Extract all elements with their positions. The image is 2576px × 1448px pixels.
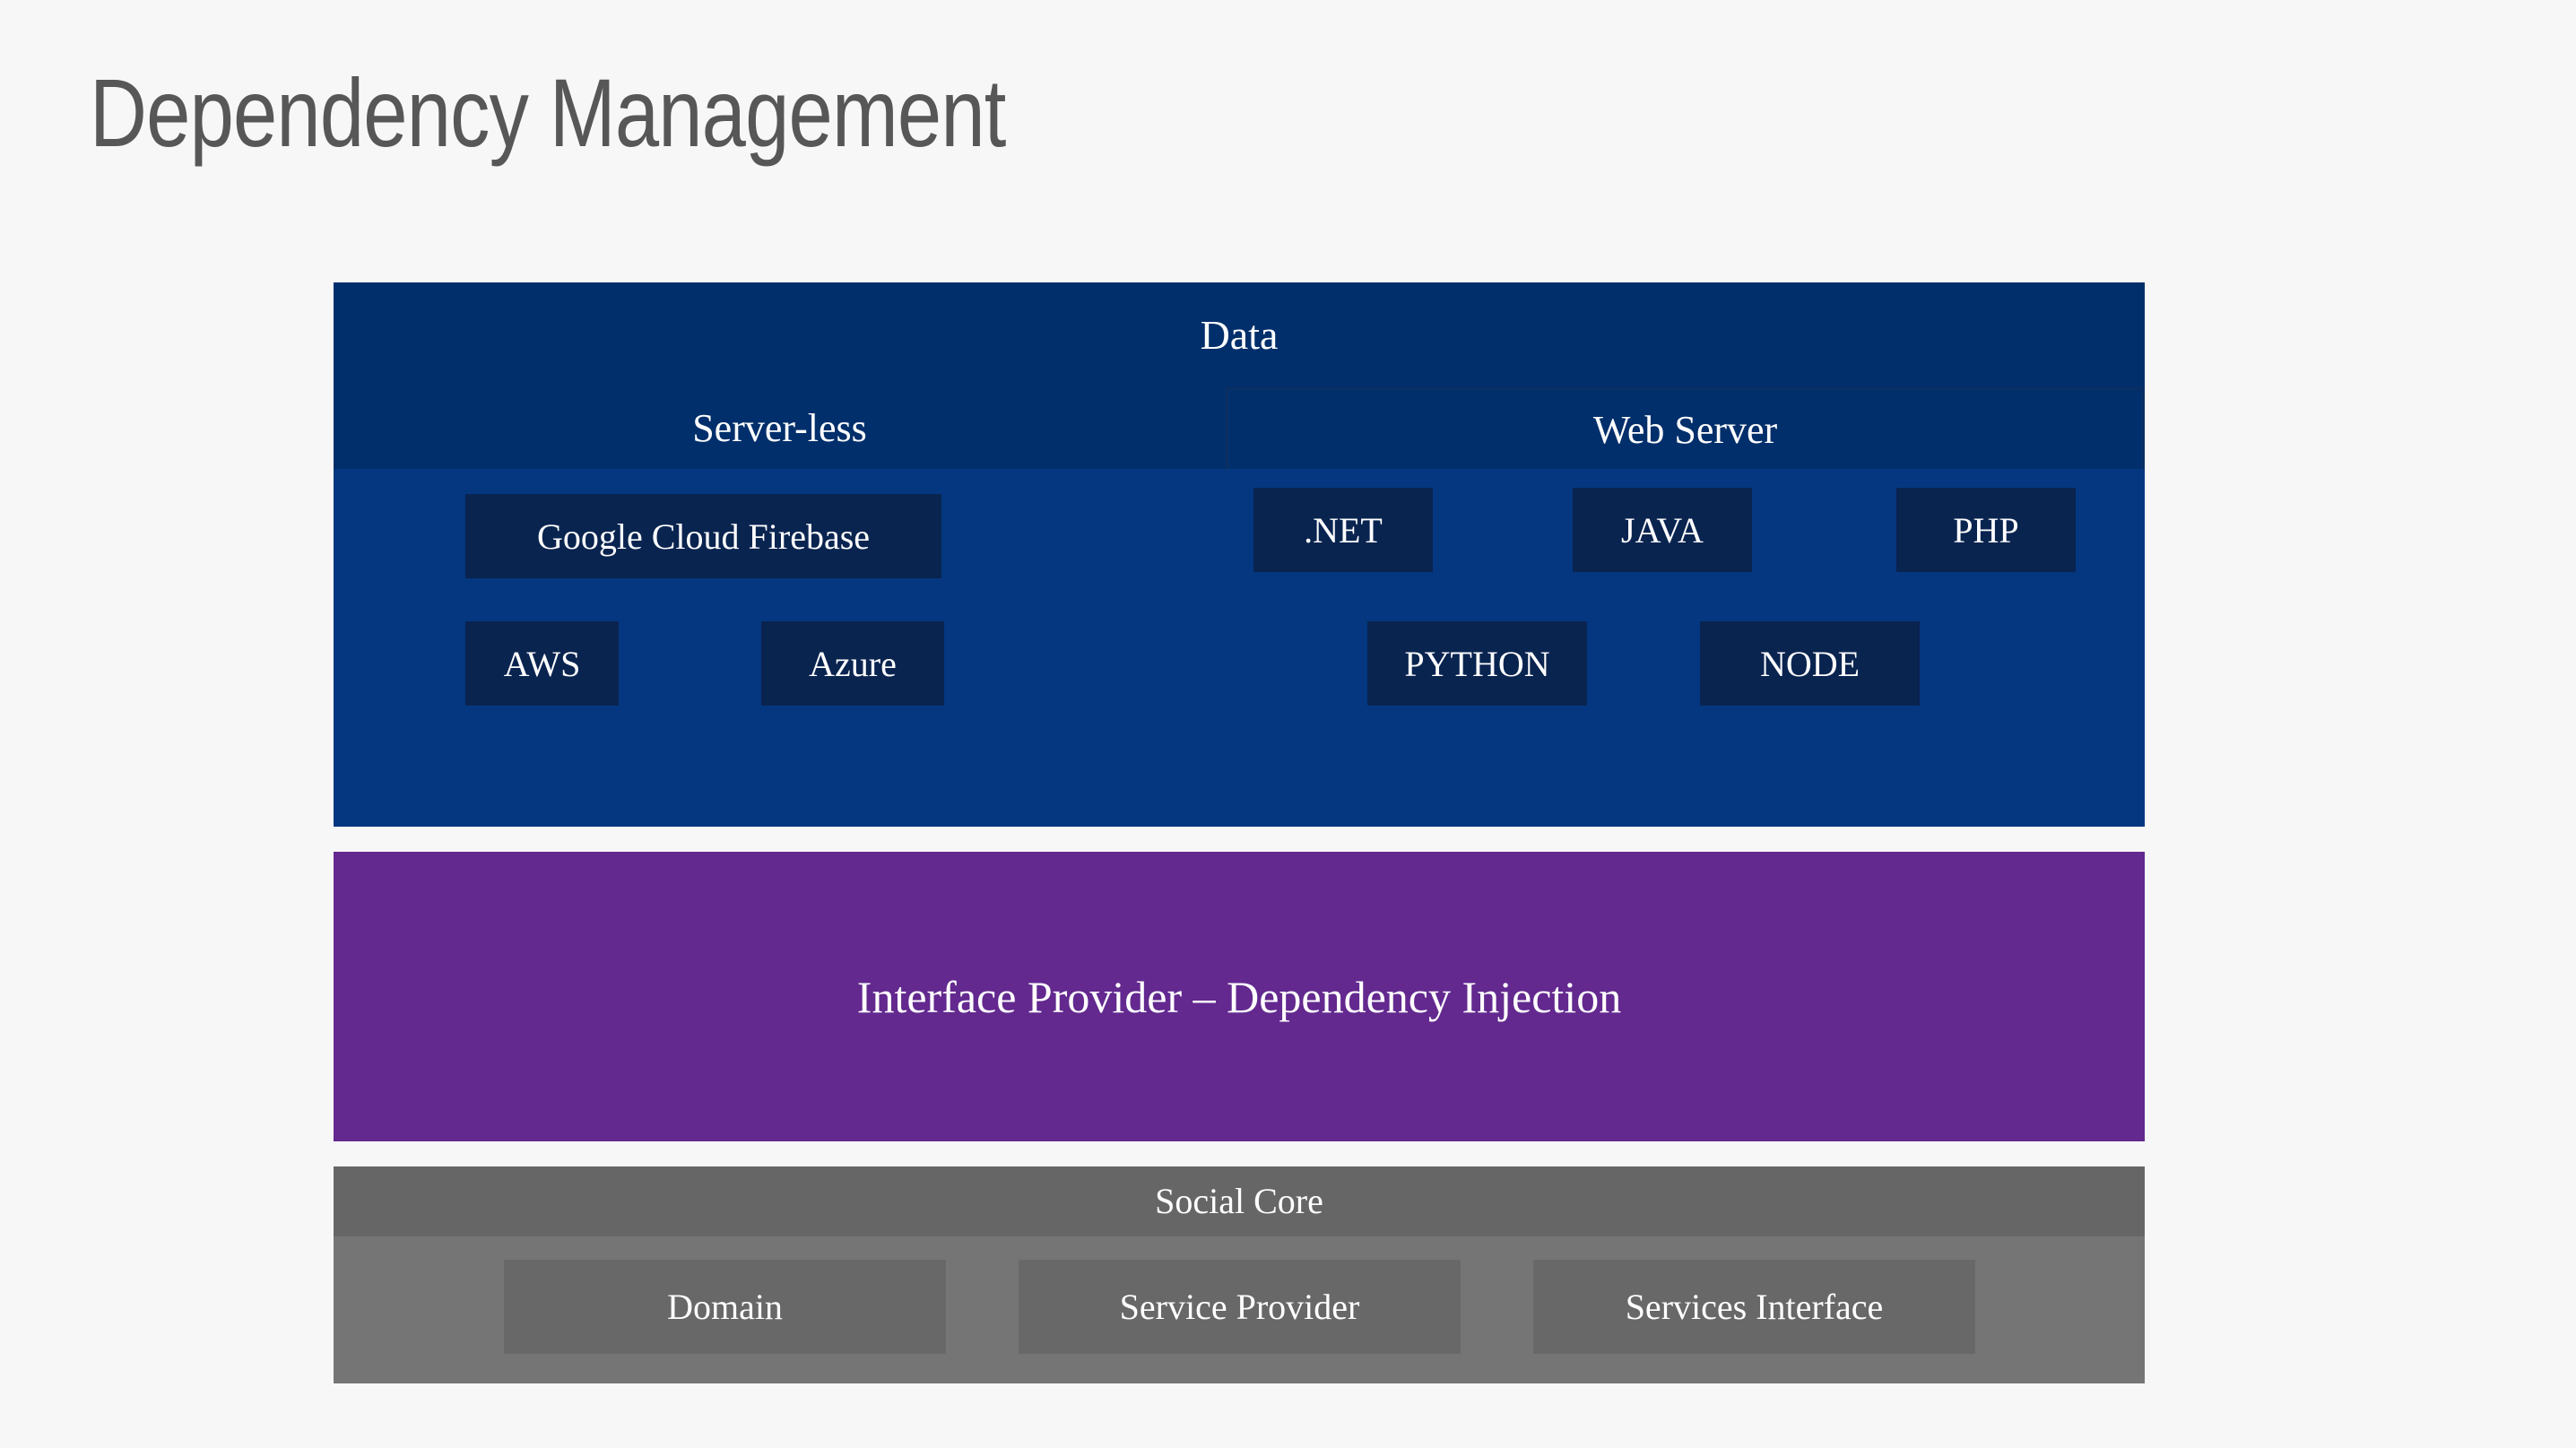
chip-azure[interactable]: Azure xyxy=(761,621,944,706)
chip-label: JAVA xyxy=(1621,509,1704,551)
page-title: Dependency Management xyxy=(90,58,1006,167)
column-header-server-less-label: Server-less xyxy=(692,406,867,450)
data-layer-column-headers: Server-less Web Server xyxy=(334,387,2145,469)
chip-domain[interactable]: Domain xyxy=(504,1260,946,1354)
social-core-panel: Social Core Domain Service Provider Serv… xyxy=(334,1166,2145,1383)
data-layer-label: Data xyxy=(1200,311,1279,358)
chip-python[interactable]: PYTHON xyxy=(1367,621,1587,706)
data-layer-panel: Data Server-less Web Server Google Cloud… xyxy=(334,282,2145,827)
chip-google-cloud-firebase[interactable]: Google Cloud Firebase xyxy=(465,494,941,578)
chip-node[interactable]: NODE xyxy=(1700,621,1920,706)
interface-provider-label: Interface Provider – Dependency Injectio… xyxy=(856,971,1622,1022)
chip-label: Services Interface xyxy=(1625,1287,1884,1327)
chip-php[interactable]: PHP xyxy=(1896,488,2076,572)
interface-provider-panel: Interface Provider – Dependency Injectio… xyxy=(334,852,2145,1141)
social-core-label: Social Core xyxy=(1155,1181,1323,1221)
chip-label: Azure xyxy=(809,643,897,684)
column-header-web-server: Web Server xyxy=(1226,387,2145,469)
chip-aws[interactable]: AWS xyxy=(465,621,619,706)
column-header-server-less: Server-less xyxy=(334,387,1226,469)
chip-label: PYTHON xyxy=(1404,643,1550,684)
chip-service-provider[interactable]: Service Provider xyxy=(1019,1260,1461,1354)
chip-label: .NET xyxy=(1304,509,1383,551)
chip-label: PHP xyxy=(1953,509,2019,551)
chip-services-interface[interactable]: Services Interface xyxy=(1533,1260,1975,1354)
chip-label: NODE xyxy=(1759,643,1860,684)
chip-dotnet[interactable]: .NET xyxy=(1253,488,1433,572)
chip-label: AWS xyxy=(503,643,581,684)
chip-label: Google Cloud Firebase xyxy=(536,516,871,557)
data-layer-header: Data xyxy=(334,282,2145,387)
chip-label: Domain xyxy=(667,1287,783,1327)
chip-label: Service Provider xyxy=(1119,1287,1360,1327)
column-header-web-server-label: Web Server xyxy=(1592,407,1778,452)
social-core-header: Social Core xyxy=(334,1166,2145,1236)
chip-java[interactable]: JAVA xyxy=(1573,488,1752,572)
